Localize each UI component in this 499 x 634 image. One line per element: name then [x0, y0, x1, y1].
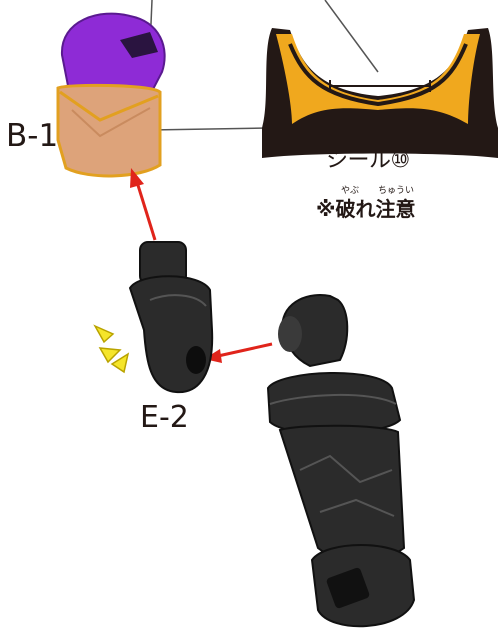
ruby-chuui: ちゅうい [378, 186, 415, 196]
arrow-left [204, 342, 273, 363]
click-spark [93, 324, 130, 374]
part-label-e2: E-2 [140, 400, 189, 435]
ruby-yabu: やぶ [341, 186, 360, 196]
warning-label: ※破れ注意 [316, 197, 416, 221]
leader-line-top-2 [324, 0, 379, 73]
seal-label: シール⑩ [326, 148, 410, 173]
arrow-up [130, 168, 157, 241]
part-label-b1: B-1 [6, 118, 59, 154]
arm-part [266, 294, 416, 628]
joint-part [128, 241, 214, 394]
helmet-part [56, 12, 166, 178]
seal-closeup [262, 28, 498, 158]
leader-line-side [149, 127, 269, 131]
